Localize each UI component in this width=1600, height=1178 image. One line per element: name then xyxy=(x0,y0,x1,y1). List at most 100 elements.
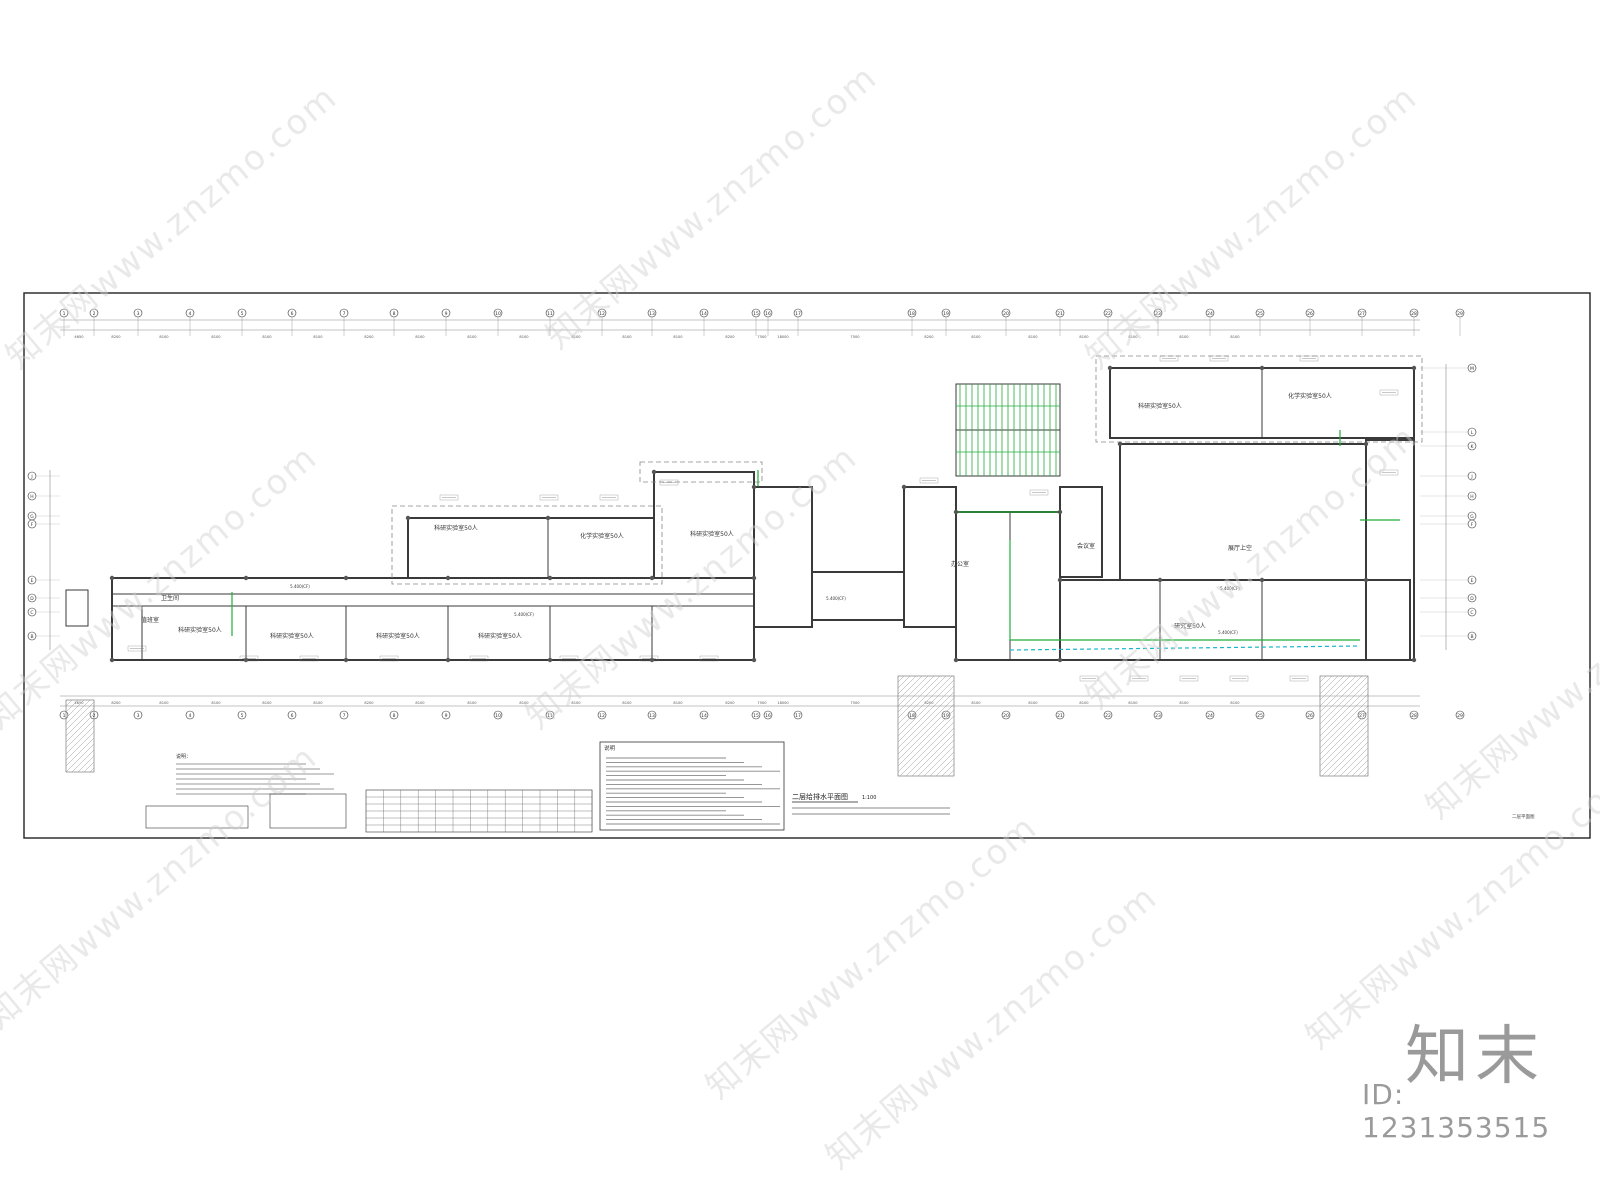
hatch-line xyxy=(897,715,955,773)
hatch-line xyxy=(1345,753,1369,777)
axis-label: 4 xyxy=(189,713,192,719)
hatch-line xyxy=(65,699,79,713)
axis-label: E xyxy=(1471,578,1474,584)
room-label: 办公室 xyxy=(951,560,969,568)
column-dot xyxy=(1157,577,1163,583)
axis-label: 11 xyxy=(547,713,553,719)
hatch-line xyxy=(1319,675,1363,719)
axis-label: 29 xyxy=(1457,713,1463,719)
hatch-line xyxy=(65,743,95,773)
hatch-line xyxy=(1319,723,1369,773)
column-dot xyxy=(547,575,553,581)
pipe-tag-box xyxy=(539,494,559,501)
axis-label: 26 xyxy=(1307,713,1313,719)
axis-bubble xyxy=(763,710,773,720)
roof-outlines xyxy=(391,355,1423,585)
pipe-tag-box xyxy=(1029,489,1049,496)
hatch-line xyxy=(897,675,941,719)
dimension-value: 8100 xyxy=(519,335,529,339)
hatch-line xyxy=(897,675,917,695)
room-label: 化学实验室50人 xyxy=(580,532,624,540)
column-dot xyxy=(651,469,657,475)
dimension-labels: 4650465082008200810081008100810081008100… xyxy=(74,335,1240,705)
dimension-value: 8200 xyxy=(924,335,934,339)
hatch-line xyxy=(1319,675,1327,683)
axis-label: 26 xyxy=(1307,311,1313,317)
dimension-value: 8200 xyxy=(924,701,934,705)
column-dot xyxy=(343,657,349,663)
hatch-line xyxy=(929,751,955,777)
dimension-value: 8200 xyxy=(111,701,121,705)
corner-label: 二层平面图 xyxy=(1512,814,1535,820)
axis-label: 17 xyxy=(795,311,801,317)
axis-label: D xyxy=(30,596,34,602)
pipe-tag-box xyxy=(1299,355,1319,362)
dimension-value: 8100 xyxy=(622,701,632,705)
elevation-label: 5.400(CF) xyxy=(290,584,310,589)
column-dot xyxy=(1363,441,1369,447)
pipe-tag-box xyxy=(1079,675,1099,682)
hatch-line xyxy=(1319,675,1351,707)
hatch-line xyxy=(77,755,95,773)
dimension-value: 8100 xyxy=(1028,335,1038,339)
hatch-line xyxy=(897,697,955,755)
hatch-line xyxy=(1319,675,1339,695)
pipe-tag-box xyxy=(239,655,259,662)
hatch-line xyxy=(65,699,85,719)
ground-hatch xyxy=(65,675,1369,777)
hatch-line xyxy=(897,675,935,713)
axis-label: 24 xyxy=(1207,311,1213,317)
dimension-value: 8200 xyxy=(725,701,735,705)
pipe-tag-box xyxy=(919,477,939,484)
dimension-value: 8100 xyxy=(262,701,272,705)
axis-label: 29 xyxy=(1457,311,1463,317)
axis-label: 12 xyxy=(599,311,605,317)
hatch-line xyxy=(65,731,95,761)
column-dot xyxy=(545,515,551,521)
column-dot xyxy=(1259,577,1265,583)
room-label: 科研实验室50人 xyxy=(178,626,222,634)
pipe-tag-box xyxy=(127,645,147,652)
column-dot xyxy=(1411,365,1417,371)
room-label: 化学实验室50人 xyxy=(1288,392,1332,400)
hatch-line xyxy=(917,739,955,777)
axis-bubble xyxy=(1455,710,1465,720)
hatch-line xyxy=(935,757,955,777)
pipe-tag-box xyxy=(1179,675,1199,682)
axis-label: 23 xyxy=(1155,311,1161,317)
drawing-scale: 1:100 xyxy=(862,795,876,801)
dimension-value: 4650 xyxy=(74,701,84,705)
pipe-tag-box xyxy=(1379,469,1399,476)
column-dot xyxy=(751,484,757,490)
axis-label: 15 xyxy=(753,713,759,719)
axis-label: 7 xyxy=(343,713,346,719)
canopy-hatch xyxy=(956,384,1060,476)
axis-label: 13 xyxy=(649,311,655,317)
hatch-line xyxy=(1319,675,1369,725)
column-dot xyxy=(1117,441,1123,447)
column-dot xyxy=(953,657,959,663)
hatch-line xyxy=(947,769,955,777)
hatch-line xyxy=(1321,729,1369,777)
hatch-line xyxy=(89,767,95,773)
hatch-line xyxy=(905,727,955,777)
pipe-tag-box xyxy=(1379,389,1399,396)
dimension-value: 8100 xyxy=(159,335,169,339)
dimension-value: 8100 xyxy=(673,335,683,339)
axis-label: 13 xyxy=(649,713,655,719)
dimension-value: 8100 xyxy=(971,701,981,705)
pipe-tag-box xyxy=(379,655,399,662)
drawing-frame xyxy=(23,292,1591,839)
axis-label: 20 xyxy=(1003,713,1009,719)
hatch-line xyxy=(897,675,905,683)
pipe-tag-box xyxy=(1209,355,1229,362)
axis-label: 22 xyxy=(1105,311,1111,317)
room-labels: 科研实验室50人科研实验室50人科研实验室50人科研实验室50人化学实验室50人… xyxy=(109,365,1417,663)
column-dot xyxy=(445,657,451,663)
axis-label: 19 xyxy=(943,713,949,719)
hatch-line xyxy=(897,685,955,743)
axis-bubble xyxy=(237,710,247,720)
notes-left-heading: 说明： xyxy=(176,753,191,760)
